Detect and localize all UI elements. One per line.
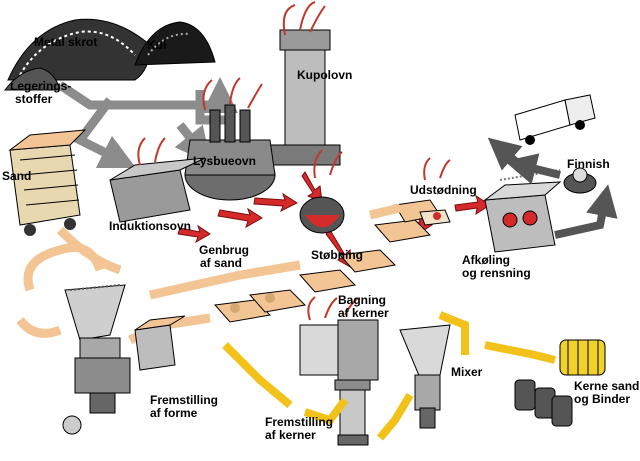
scrap-pile-icon [7,18,151,81]
label-metal-scrap: Metal skrot [34,35,98,49]
binder-drums-icon [559,339,606,376]
ladle-icon [299,149,345,234]
label-casting: Støbning [311,248,363,262]
label-mixer: Mixer [451,365,483,379]
label-sand: Sand [2,169,32,183]
label-sand-recycling-line1: Genbrug [199,243,249,257]
label-cupola-furnace: Kupolovn [297,68,353,82]
sand-railcar-icon [8,129,87,236]
core-oven-icon [299,296,379,381]
mould-making-machine-icon [62,284,131,435]
label-cooling-line2: og rensning [462,266,531,280]
label-alloys-line1: Legerings- [10,79,72,93]
label-finishing: Finnish [567,157,610,171]
label-core-sand-line2: og Binder [574,392,630,406]
label-cooling-line1: Afkøling [462,253,510,267]
label-induction-furnace: Induktionsovn [109,219,191,233]
casting-part-icon [419,157,451,226]
delivery-truck-icon [514,94,596,145]
label-alloys-line2: stoffer [15,92,53,106]
shakeout-station-icon [483,169,562,253]
label-arc-furnace: Lysbueovn [193,154,256,168]
label-core-baking-line2: af kerner [338,306,389,320]
mould-box-station-icon [134,315,186,371]
label-core-baking-line1: Bagning [338,293,386,307]
sand-silos-icon [514,379,573,427]
label-core-sand-line1: Kerne sand [574,379,640,393]
mixer-icon [399,324,451,429]
arc-furnace-icon [184,77,276,201]
label-shakeout: Udstødning [410,183,477,197]
label-sand-recycling-line2: af sand [200,256,243,270]
label-core-making-line1: Fremstilling [265,415,334,429]
label-mould-making-line1: Fremstilling [150,393,219,407]
alloy-pile-icon [3,67,61,91]
finishing-machine-icon [563,167,597,194]
label-coal: Kul [147,38,167,52]
core-flow-arrows [222,311,556,441]
finishing-flow-arrows [487,137,618,239]
cupola-furnace-icon [259,1,341,166]
label-mould-making-line2: af forme [150,406,198,420]
label-core-making-line2: af kerner [265,428,316,442]
induction-furnace-icon [109,137,206,223]
coal-pile-icon [134,21,216,66]
